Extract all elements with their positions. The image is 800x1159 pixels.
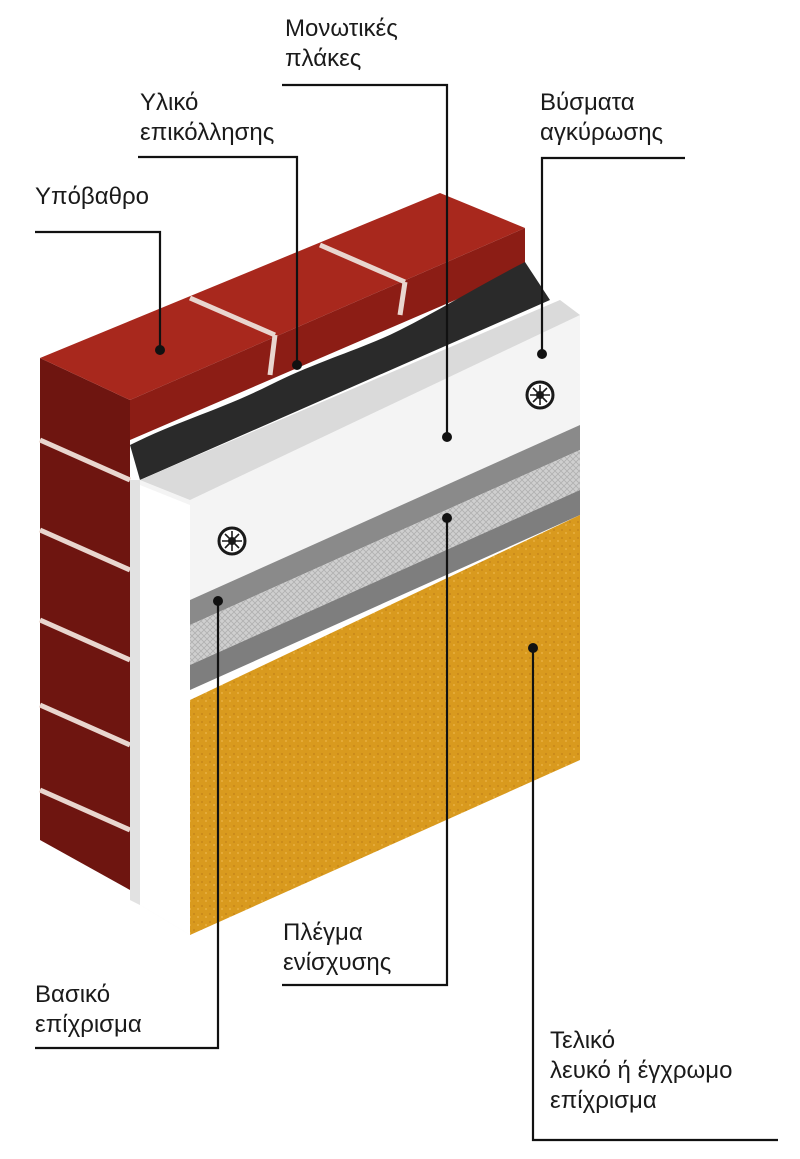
leader-insulation: [282, 83, 452, 442]
insulation-board: [130, 300, 580, 935]
leader-mesh: [282, 513, 452, 987]
final-coat-layer: [190, 515, 580, 935]
label-substrate: Υπόβαθρο: [35, 183, 149, 210]
label-insulation-boards: Μονωτικές πλάκες: [285, 15, 398, 72]
leader-substrate: [35, 230, 165, 355]
anchor-plug-icon: [525, 380, 555, 410]
label-final-coat: Τελικό λευκό ή έγχρωμο επίχρισμα: [550, 1027, 733, 1114]
anchor-plug-icon: [217, 526, 247, 556]
adhesive-layer: [130, 262, 550, 480]
label-base-coat: Βασικό επίχρισμα: [35, 981, 142, 1038]
leader-base-coat: [35, 596, 223, 1050]
label-anchors: Βύσματα αγκύρωσης: [540, 89, 664, 146]
leader-final-coat: [528, 643, 778, 1142]
leader-anchors: [537, 156, 685, 359]
leader-adhesive: [138, 155, 302, 370]
base-coat-layer: [190, 425, 580, 690]
label-reinforcement-mesh: Πλέγμα ενίσχυσης: [283, 919, 392, 976]
label-adhesive: Υλικό επικόλλησης: [140, 89, 275, 146]
